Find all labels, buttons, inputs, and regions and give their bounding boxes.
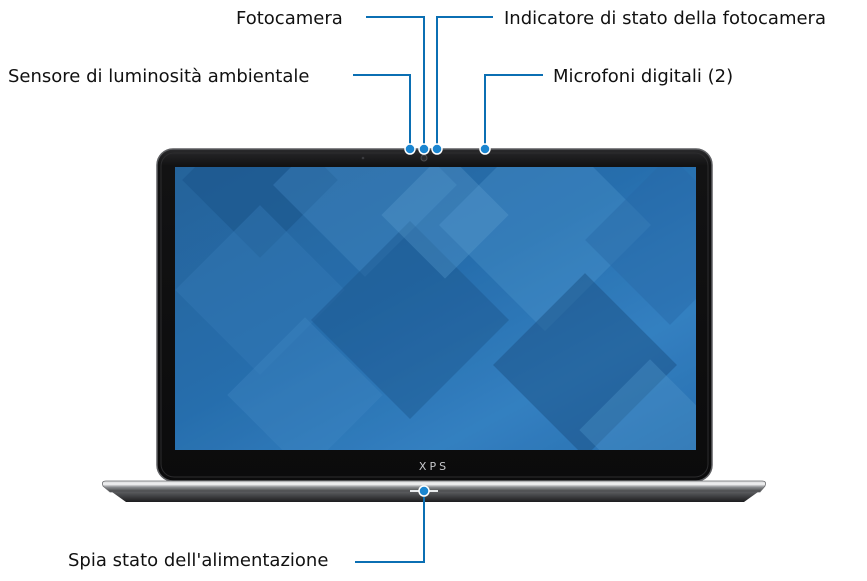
power-status-light-label: Spia stato dell'alimentazione xyxy=(68,550,329,571)
camera-dot xyxy=(418,143,430,155)
power-light-leader-line xyxy=(355,494,425,563)
camera-status-dot xyxy=(431,143,443,155)
webcam-lens xyxy=(420,154,428,162)
laptop-front-edge xyxy=(112,492,758,502)
xps-logo: XPS xyxy=(419,460,449,473)
camera-status-leader-line xyxy=(436,16,493,148)
wallpaper-pattern xyxy=(175,167,696,450)
ambient-light-dot xyxy=(404,143,416,155)
ambient-light-sensor-label: Sensore di luminosità ambientale xyxy=(8,66,310,87)
ambient-light-leader-line xyxy=(353,74,411,148)
callout-dots xyxy=(404,143,491,497)
power-light-dot xyxy=(418,485,430,497)
microphones-dot xyxy=(479,143,491,155)
camera-leader-line xyxy=(366,16,425,148)
digital-microphones-label: Microfoni digitali (2) xyxy=(553,66,734,87)
laptop-base xyxy=(102,480,766,493)
callout-lines xyxy=(353,16,543,563)
bezel-sensor-dot xyxy=(361,156,365,160)
camera-status-light-label: Indicatore di stato della fotocamera xyxy=(504,8,826,29)
microphones-leader-line xyxy=(484,74,543,148)
camera-label: Fotocamera xyxy=(236,8,343,29)
